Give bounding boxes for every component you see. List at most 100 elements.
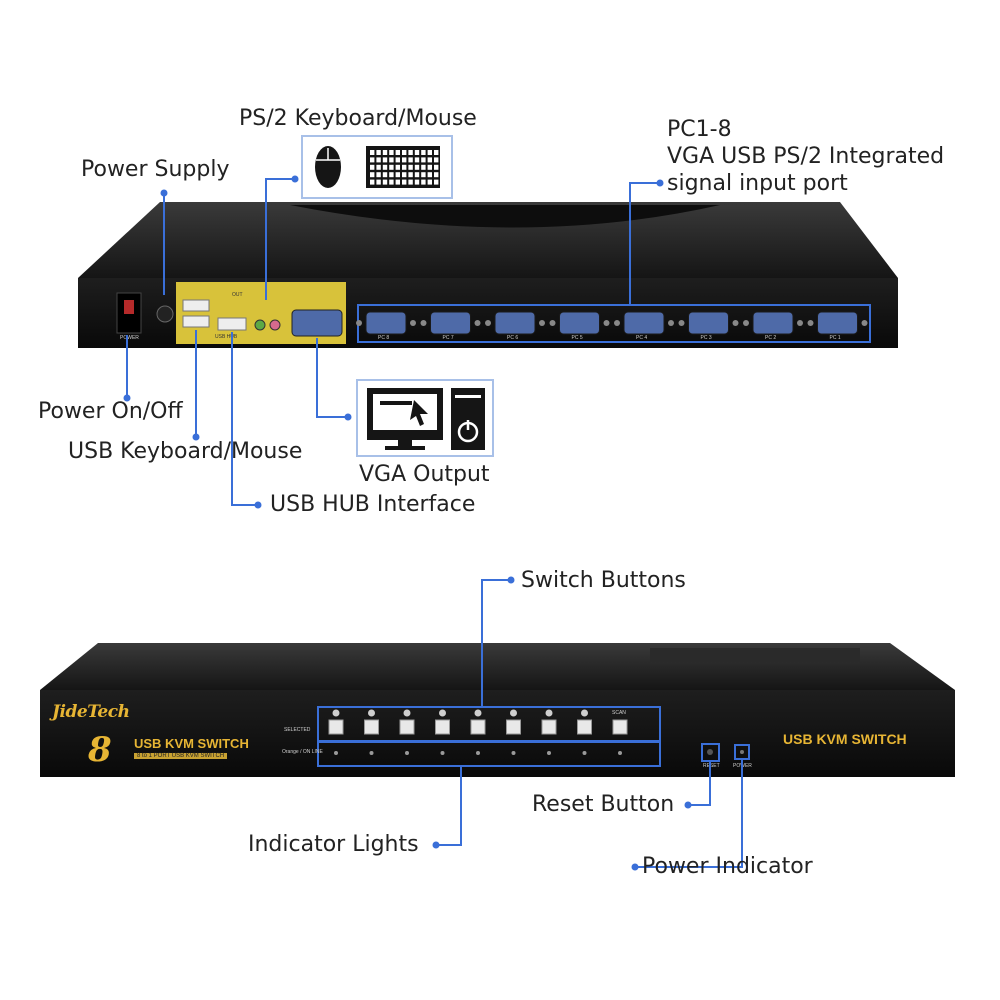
audio-out-jack[interactable]	[254, 319, 266, 331]
indicator-led	[369, 751, 374, 755]
front-unit-top-label	[650, 648, 860, 662]
vga-input-port[interactable]	[365, 311, 407, 335]
vga-input-port[interactable]	[559, 311, 600, 335]
front-unit	[40, 643, 955, 777]
product-subtitle: 8 to 1 PORT USB KVM SWITCH	[134, 753, 228, 759]
button-number-badge	[545, 709, 553, 717]
usb-port-kbd[interactable]	[182, 299, 210, 312]
reset-button[interactable]	[707, 749, 713, 755]
indicator-led	[511, 751, 516, 755]
switch-buttons-line	[481, 579, 511, 707]
usb-hub-label: USB HUB Interface	[270, 492, 476, 517]
vga-input-port[interactable]	[623, 311, 665, 335]
indicator-lights-label: Indicator Lights	[248, 832, 419, 857]
switch-button[interactable]	[470, 719, 486, 735]
button-number-badge	[368, 709, 375, 717]
indicator-led	[618, 751, 622, 755]
pc-port-tag: PC 1	[829, 335, 841, 341]
mouse-icon	[315, 146, 341, 188]
mic-jack[interactable]	[269, 319, 281, 331]
vga-input-port[interactable]	[494, 311, 536, 335]
pc-ports-label-line3: signal input port	[667, 171, 848, 196]
button-number-badge	[474, 709, 482, 717]
switch-button[interactable]	[541, 719, 557, 735]
orange-online-tag: Orange / ON LINE	[282, 749, 323, 755]
rear-unit-shadow	[290, 205, 720, 228]
power-onoff-label: Power On/Off	[38, 399, 183, 424]
switch-buttons	[328, 709, 628, 735]
indicator-led	[440, 751, 445, 755]
switch-button[interactable]	[612, 719, 628, 735]
selected-tag: SELECTED	[284, 727, 311, 733]
pc-ports-label-line1: PC1-8	[667, 117, 732, 142]
usb-hub-port[interactable]	[217, 317, 247, 331]
power-led	[740, 750, 744, 754]
usb-hub-tag: USB HUB	[215, 334, 238, 340]
switch-button[interactable]	[577, 719, 592, 735]
rear-power-tag: POWER	[120, 335, 139, 341]
switch-button[interactable]	[435, 719, 450, 735]
power-switch-rocker	[124, 300, 134, 314]
button-number-badge	[510, 709, 517, 717]
vga-input-ports	[356, 311, 868, 335]
power-switch[interactable]	[116, 292, 142, 334]
indicator-lights-line	[436, 766, 462, 846]
vga-input-port[interactable]	[688, 311, 729, 335]
product-name: USB KVM SWITCH	[134, 736, 249, 751]
front-unit-face	[40, 690, 955, 777]
vga-output-line	[316, 338, 348, 418]
pc-port-tag: PC 3	[700, 335, 712, 341]
indicator-led	[547, 751, 551, 755]
rear-unit-top	[78, 202, 898, 278]
button-number-badge	[403, 709, 411, 717]
out-tag: OUT	[232, 292, 243, 298]
power-supply-label: Power Supply	[81, 157, 230, 182]
vga-output-label: VGA Output	[359, 462, 490, 487]
reset-button-label: Reset Button	[532, 792, 675, 817]
pc-line	[629, 182, 660, 305]
pc-port-tag: PC 7	[442, 335, 454, 341]
usb-kbd-label: USB Keyboard/Mouse	[68, 439, 303, 464]
reset-button-line	[688, 761, 711, 806]
vga-out-port[interactable]	[291, 309, 343, 337]
indicator-lights-highlight	[317, 741, 661, 767]
pc-port-tag: PC 6	[507, 335, 519, 341]
pc-tower-icon	[451, 388, 485, 450]
button-number-badge	[439, 709, 446, 717]
power-indicator-label: Power Indicator	[642, 854, 813, 879]
switch-buttons-label: Switch Buttons	[521, 568, 686, 593]
indicator-led	[405, 751, 409, 755]
pc-port-tag: PC 8	[378, 335, 390, 341]
ps2-label: PS/2 Keyboard/Mouse	[239, 106, 477, 131]
brand-logo: JideTech	[52, 702, 130, 722]
vga-input-port[interactable]	[430, 311, 471, 335]
pc-ports-label-line2: VGA USB PS/2 Integrated	[667, 144, 945, 169]
keyboard-keys	[370, 150, 439, 185]
indicator-led	[334, 751, 338, 755]
port-count-badge: 8	[88, 730, 112, 770]
pc-port-tag: PC 5	[571, 335, 583, 341]
button-number-badge	[581, 709, 588, 717]
switch-button[interactable]	[399, 719, 415, 735]
indicator-led	[582, 751, 587, 755]
pc-port-tag: PC 2	[765, 335, 777, 341]
vga-input-port[interactable]	[817, 311, 858, 335]
vga-icon-box	[356, 379, 494, 457]
dc-power-jack[interactable]	[156, 305, 174, 323]
indicator-lights	[334, 751, 622, 755]
usb-port-mouse[interactable]	[182, 315, 210, 328]
switch-button[interactable]	[364, 719, 379, 735]
pc-port-tag: PC 4	[636, 335, 648, 341]
switch-button[interactable]	[328, 719, 344, 735]
usb-hub-line	[231, 332, 258, 506]
indicator-led	[476, 751, 480, 755]
cursor-icon	[410, 400, 428, 426]
switch-button[interactable]	[506, 719, 521, 735]
reset-tag: RESET	[703, 763, 720, 769]
button-number-badge	[332, 709, 340, 717]
scan-tag: SCAN	[612, 710, 626, 716]
power-indicator-line	[635, 759, 743, 868]
vga-input-port[interactable]	[752, 311, 794, 335]
